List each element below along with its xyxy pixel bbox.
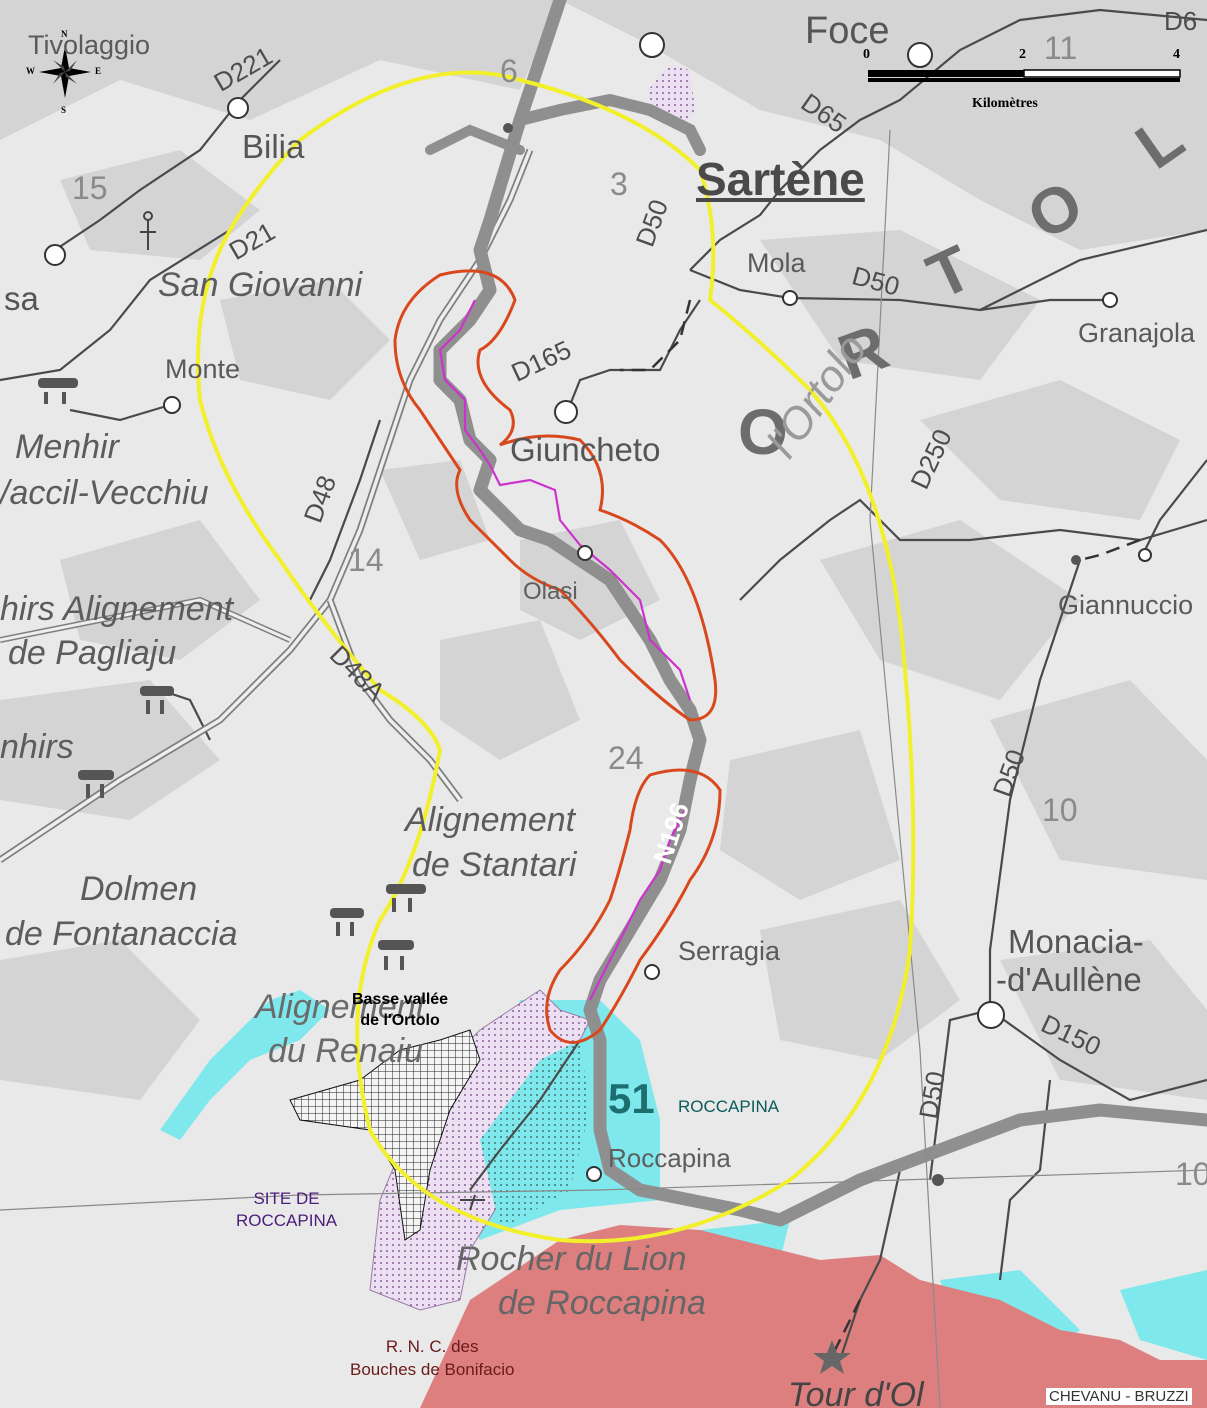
town-giannuccio: Giannuccio [1058, 590, 1194, 620]
zone-label-roccapina: ROCCAPINA [678, 1097, 780, 1116]
compass-e-label: E [95, 66, 102, 76]
zone-number-51: 51 [608, 1075, 655, 1122]
zone-label-basse-vallee: Basse vallée de l'Ortolo [352, 990, 448, 1032]
town-roccapina: Roccapina [608, 1143, 731, 1173]
road-n196-north [514, 93, 706, 156]
site-menhir-2: /accil-Vecchiu [0, 474, 209, 512]
road-n196 [433, 0, 1207, 1227]
town-mola: Mola [747, 248, 806, 278]
site-alignement-stantari-2: de Stantari [412, 846, 577, 884]
town-sa-partial: sa [4, 280, 39, 317]
zone-label-basse-vallee-1: Basse vallée [352, 991, 449, 1008]
zone-label-site-2: ROCCAPINA [236, 1211, 338, 1231]
grid-number-3: 3 [610, 166, 628, 202]
menhir-icons [38, 378, 426, 970]
site-menhirs: nhirs [0, 728, 74, 766]
grid-number-24: 24 [608, 740, 644, 776]
road-n196-west [425, 124, 525, 155]
compass-s-label: S [61, 105, 67, 115]
grid-number-10: 10 [1042, 792, 1078, 828]
site-alignement-pagliaju-1: hirs Alignement [0, 590, 234, 628]
scale-unit-label: Kilomètres [972, 96, 1038, 111]
river-buffer-zones [393, 269, 722, 1044]
minor-roads [0, 8, 1207, 1361]
zone-label-rnc-1: R. N. C. des [385, 1337, 479, 1356]
town-granajola: Granajola [1078, 318, 1196, 348]
site-alignement-stantari-1: Alignement [405, 801, 576, 839]
town-monacia-1: Monacia- [1008, 923, 1144, 960]
town-san-giovanni: San Giovanni [158, 266, 363, 304]
town-giuncheto: Giuncheto [510, 431, 661, 468]
road-label-d50-south: D50 [912, 1068, 951, 1122]
site-rocher-1: Rocher du Lion [456, 1240, 687, 1278]
site-tour: Tour d'Ol [788, 1376, 924, 1408]
grid-number-10b: 10 [1175, 1156, 1207, 1192]
zone-label-site-1: SITE DE [253, 1189, 320, 1208]
map-grid-lines [0, 129, 1207, 1408]
ortolo-letter-o1: O [738, 396, 788, 468]
zone-label-rnc: R. N. C. des Bouches de Bonifacio [350, 1336, 514, 1382]
compass-w-label: W [26, 66, 35, 76]
marine-reserve-area [420, 1225, 1207, 1408]
road-label-d6: D6 [1164, 6, 1198, 36]
scale-tick-0: 0 [863, 47, 870, 62]
town-sartene: Sartène [696, 153, 865, 205]
river-ortolo [438, 299, 692, 1001]
town-serragia: Serragia [678, 936, 781, 966]
church-markers [140, 211, 485, 1211]
map-credit: CHEVANU - BRUZZI [1046, 1388, 1192, 1405]
town-monacia-2: -d'Aullène [996, 961, 1142, 998]
scale-tick-2: 2 [1019, 47, 1026, 62]
site-alignement-rinaiu-2: du Renaiu [268, 1032, 424, 1070]
site-alignement-pagliaju-2: de Pagliaju [8, 634, 177, 672]
scale-tick-4: 4 [1173, 47, 1180, 62]
town-bilia: Bilia [242, 128, 305, 165]
grid-number-6: 6 [500, 53, 518, 89]
zone-label-rnc-2: Bouches de Bonifacio [350, 1359, 515, 1379]
zone-label-basse-vallee-2: de l'Ortolo [360, 1011, 440, 1029]
town-foce: Foce [805, 10, 890, 52]
town-olasi: Olasi [523, 578, 578, 605]
grid-number-14: 14 [348, 542, 384, 578]
site-rocher-2: de Roccapina [498, 1284, 706, 1322]
tower-star-icon [813, 1340, 851, 1374]
dashed-tracks [620, 299, 1141, 1361]
zone-51-dotted [480, 1040, 590, 1230]
relief-shading [0, 0, 1207, 1100]
compass-rose-graphic [39, 46, 91, 98]
site-menhir-1: Menhir [15, 428, 119, 466]
scale-bar-graphic [868, 69, 1181, 82]
grid-number-15: 15 [72, 170, 108, 206]
zone-label-site-roccapina: SITE DE ROCCAPINA [236, 1188, 337, 1232]
site-dolmen-1: Dolmen [80, 870, 198, 908]
site-alignement-rinaiu-1: Alignement [255, 988, 426, 1026]
town-tivolaggio: Tivolaggio [28, 30, 151, 60]
study-area-boundary [196, 70, 916, 1244]
grid-number-11: 11 [1044, 30, 1078, 66]
town-markers [44, 32, 1152, 1182]
point-markers [503, 123, 1081, 1186]
compass-n-label: N [61, 29, 68, 39]
town-monte: Monte [165, 354, 241, 384]
site-dolmen-2: de Fontanaccia [5, 915, 238, 953]
